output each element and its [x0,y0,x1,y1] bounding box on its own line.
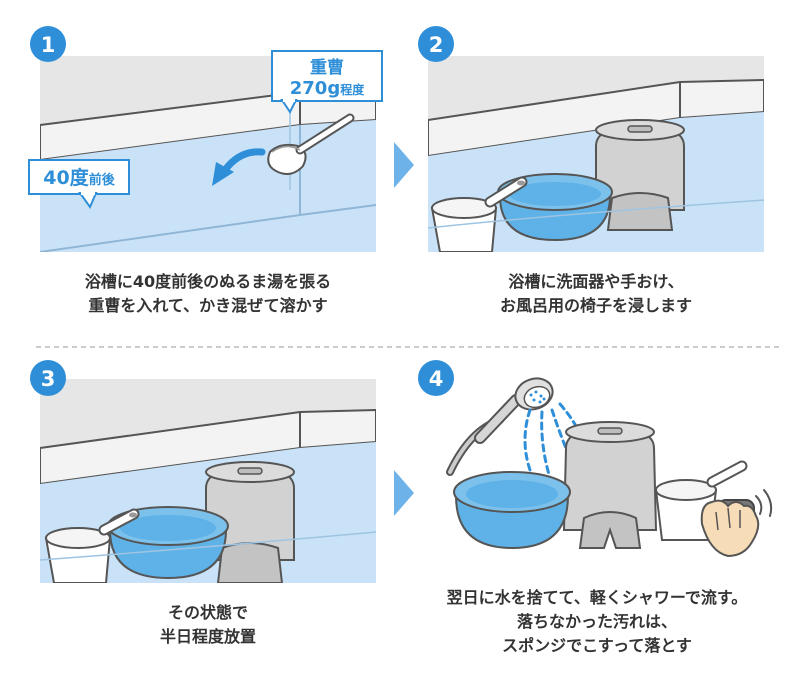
shower-head [474,377,554,444]
panel-2-soaking-items-illustration [428,56,764,252]
step-badge-1: 1 [30,26,66,62]
motion-lines [755,489,773,517]
caption-line: 翌日に水を捨てて、軽くシャワーで流す。 [446,588,748,607]
step-number: 1 [41,33,56,57]
panel-4-rinse-illustration [446,377,773,558]
step-number: 4 [429,367,444,391]
hand-bucket [654,460,748,541]
step-badge-3: 3 [30,360,66,396]
next-step-arrow-2 [394,470,414,516]
caption-line: 浴槽に40度前後のぬるま湯を張る [84,272,332,291]
caption-line: 浴槽に洗面器や手おけ、 [508,272,684,291]
bath-stool [205,461,295,583]
step-2-caption: 浴槽に洗面器や手おけ、 お風呂用の椅子を浸します [418,270,774,318]
hand-bucket [44,508,140,583]
panel-3-leave-soaking-illustration [40,379,376,583]
caption-line: 半日程度放置 [159,627,256,646]
temperature-qualifier: 前後 [89,172,116,188]
baking-soda-qualifier: 程度 [340,82,365,97]
step-1-caption: 浴槽に40度前後のぬるま湯を張る 重曹を入れて、かき混ぜて溶かす [30,270,386,318]
bath-stool [595,119,685,231]
caption-line: お風呂用の椅子を浸します [499,296,692,315]
step-3-caption: その状態で 半日程度放置 [30,601,386,649]
svg-text:270g程度: 270g程度 [290,78,365,99]
next-step-arrow-1 [394,142,414,188]
caption-line: スポンジでこすって落とす [502,636,692,655]
temperature-callout: 40度前後 [28,159,130,210]
baking-soda-amount: 270g [290,78,340,99]
temperature-value: 40度 [43,166,89,189]
hand-bucket [430,176,528,252]
step-4-caption: 翌日に水を捨てて、軽くシャワーで流す。 落ちなかった汚れは、 スポンジでこすって… [412,586,782,658]
caption-line: その状態で [167,603,248,622]
step-badge-2: 2 [418,26,454,62]
baking-soda-label: 重曹 [310,57,344,78]
caption-line: 重曹を入れて、かき混ぜて溶かす [88,296,328,315]
step-number: 2 [429,33,444,57]
bath-stool [562,421,658,549]
wash-basin [453,471,571,550]
scrubbing-hand [700,499,760,558]
svg-text:40度前後: 40度前後 [43,166,115,189]
caption-line: 落ちなかった汚れは、 [516,612,677,631]
step-number: 3 [41,367,56,391]
step-badge-4: 4 [418,360,454,396]
baking-soda-callout: 重曹 270g程度 [271,50,383,114]
